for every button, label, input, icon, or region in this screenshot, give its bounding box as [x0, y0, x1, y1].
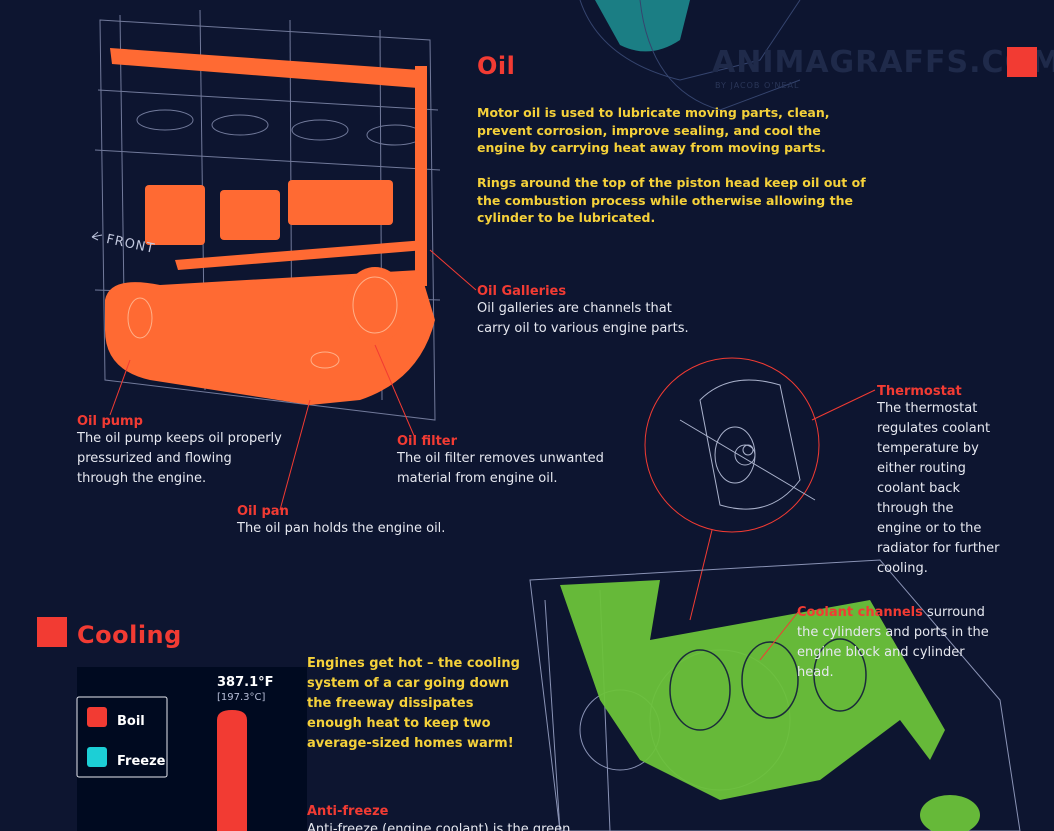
coolant-channels — [560, 580, 980, 831]
coolant-channels-label: Coolant channels — [797, 605, 923, 620]
temp-chart — [76, 667, 307, 831]
oil-system-parts — [105, 48, 435, 405]
legend-freeze-label: Freeze — [117, 754, 166, 769]
coolant-channels-callout: Coolant channels surround the cylinders … — [797, 603, 1002, 683]
cooling-title: Cooling — [77, 621, 182, 649]
boil-value-c: [197.3°C] — [217, 692, 266, 703]
oil-title: Oil — [477, 52, 516, 80]
oil-pump-text: The oil pump keeps oil properly pressuri… — [77, 431, 282, 486]
brand-byline: BY JACOB O'NEAL — [715, 81, 800, 90]
coolant-channels-text: surround the cylinders and ports in the … — [797, 605, 989, 680]
teal-engine-part — [579, 0, 801, 111]
oil-leader-lines — [109, 249, 477, 511]
oil-galleries-label: Oil Galleries — [477, 284, 567, 299]
cooling-section-marker-icon — [37, 617, 67, 647]
thermostat-label: Thermostat — [877, 384, 962, 399]
brand-watermark: ANIMAGRAFFS.COM — [712, 45, 1054, 80]
oil-galleries-callout: Oil Galleries Oil galleries are channels… — [477, 284, 697, 339]
oil-pump-callout: Oil pump The oil pump keeps oil properly… — [77, 414, 282, 489]
boil-bar — [217, 710, 247, 831]
oil-filter-callout: Oil filter The oil filter removes unwant… — [397, 434, 607, 489]
oil-pan-callout: Oil pan The oil pan holds the engine oil… — [237, 504, 477, 539]
oil-filter-text: The oil filter removes unwanted material… — [397, 451, 604, 486]
oil-pump-label: Oil pump — [77, 414, 143, 429]
oil-pan-label: Oil pan — [237, 504, 289, 519]
oil-pan-text: The oil pan holds the engine oil. — [237, 521, 446, 536]
antifreeze-label: Anti-freeze — [307, 804, 389, 819]
front-arrow — [91, 231, 103, 241]
antifreeze-text: Anti-freeze (engine coolant) is the gree… — [307, 822, 571, 831]
oil-galleries-text: Oil galleries are channels that carry oi… — [477, 301, 689, 336]
oil-parts-lines — [127, 276, 398, 369]
boil-value-f: 387.1°F — [217, 675, 274, 690]
freeze-swatch — [87, 747, 107, 767]
thermostat-text: The thermostat regulates coolant tempera… — [877, 401, 1000, 576]
oil-filter-label: Oil filter — [397, 434, 458, 449]
oil-intro-1: Motor oil is used to lubricate moving pa… — [477, 105, 830, 155]
thermostat-callout: Thermostat The thermostat regulates cool… — [877, 384, 1002, 579]
boil-swatch — [87, 707, 107, 727]
legend-boil-label: Boil — [117, 714, 145, 729]
coolant-cylinder-outlines — [669, 638, 867, 731]
section-marker-icon — [1007, 47, 1037, 77]
thermostat-zoom-circle — [644, 357, 876, 621]
coolant-leader-line — [759, 611, 799, 661]
cooling-intro: Engines get hot – the cooling system of … — [307, 656, 520, 751]
oil-intro-2: Rings around the top of the piston head … — [477, 175, 866, 225]
